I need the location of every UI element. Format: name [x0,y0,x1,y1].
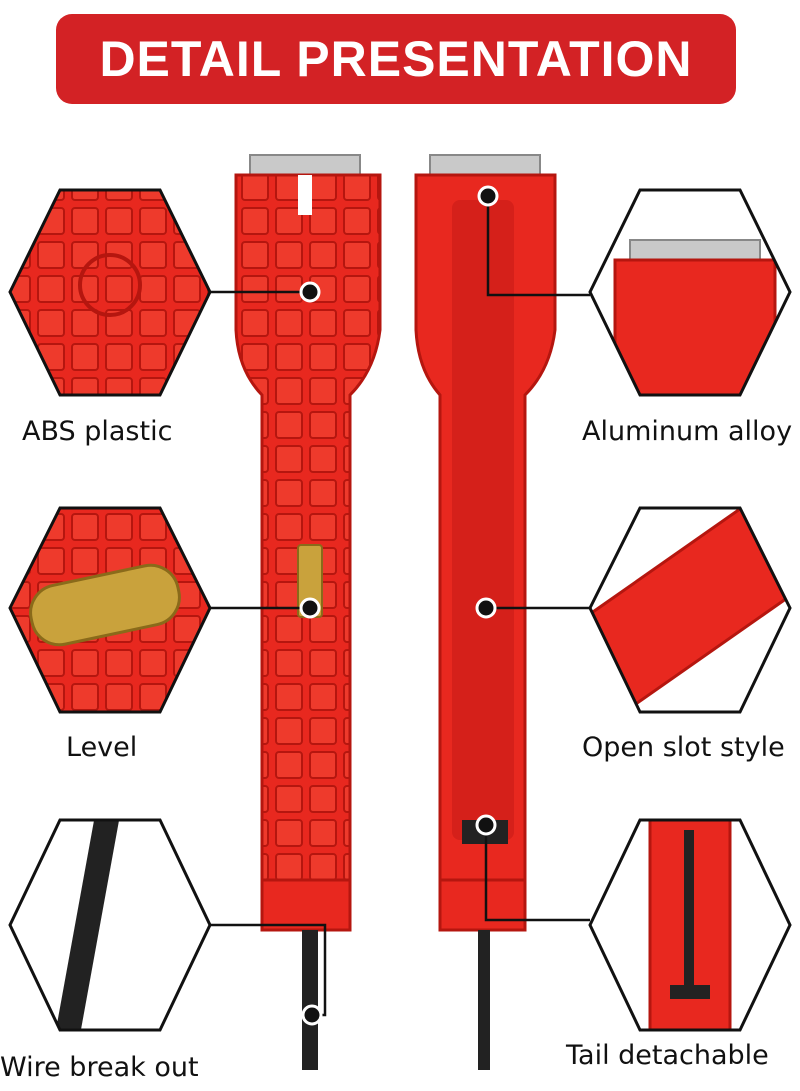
page-title: DETAIL PRESENTATION [99,31,693,87]
abs-plastic-detail [10,190,210,395]
tail-detail [590,820,790,1030]
callout-dots [299,185,499,1026]
wrench-side-view [414,154,557,1070]
label-abs-plastic: ABS plastic [22,416,173,447]
aluminum-detail [590,190,790,395]
wire-detail [10,820,210,1030]
label-aluminum-alloy: Aluminum alloy [582,416,793,447]
wrench-front-view [234,154,382,1070]
label-tail-detachable: Tail detachable [566,1040,769,1071]
title-banner: DETAIL PRESENTATION [56,14,736,104]
label-wire-break-out: Wire break out [0,1052,199,1083]
label-level: Level [66,732,138,763]
label-open-slot-style: Open slot style [582,732,785,763]
level-detail [10,508,210,712]
